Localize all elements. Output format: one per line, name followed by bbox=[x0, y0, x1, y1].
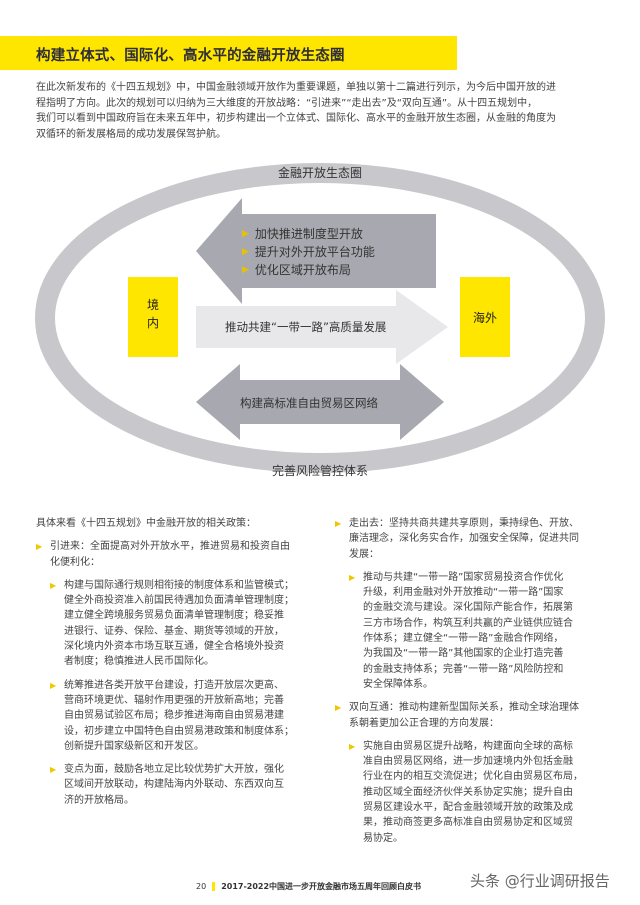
text-line: 系朝着更加公正合理的方向发展： bbox=[349, 717, 499, 729]
footer-title: 2017-2022中国进一步开放金融市场五周年回顾白皮书 bbox=[221, 882, 422, 891]
intro-line: 程指明了方向。此次的规划可以归纳为三大维度的开放战略：“引进来”“走出去”及“双… bbox=[36, 97, 538, 109]
arrow-item: ▶ 提升对外开放平台功能 bbox=[242, 243, 375, 261]
text-line: 自由贸易试验区布局；稳步推进海南自由贸易港建 bbox=[64, 710, 284, 722]
text-line: 作体系；建立健全“一带一路”金融合作网络， bbox=[363, 633, 564, 645]
triangle-bullet-icon: ▶ bbox=[349, 741, 356, 751]
arrow-item-text: 加快推进制度型开放 bbox=[254, 227, 363, 241]
triangle-bullet-icon: ▶ bbox=[50, 680, 57, 690]
triangle-bullet-icon: ▶ bbox=[242, 247, 249, 257]
policy-item-two-way: ▶ 双向互通：推动构建新型国际关系，推动全球治理体 系朝着更加公正合理的方向发展… bbox=[335, 700, 610, 731]
arrow-item-text: 优化区域开放布局 bbox=[254, 263, 351, 277]
text-line: 化便利化： bbox=[50, 556, 100, 568]
text-line: 升级，利用金融对外开放推动“一带一路”国家 bbox=[363, 587, 564, 599]
left-column-heading: 具体来看《十四五规划》中金融开放的相关政策： bbox=[36, 518, 256, 529]
text-line: 区域间开放联动，构建陆海内外联动、东西双向互 bbox=[64, 779, 284, 791]
text-line: 变点为面，鼓励各地立足比较优势扩大开放，强化 bbox=[64, 764, 284, 776]
text-line: 的金融交流与建设。深化国际产能合作，拓展第 bbox=[363, 602, 573, 614]
arrow-item-text: 提升对外开放平台功能 bbox=[254, 245, 375, 259]
text-line: 廉洁理念，深化务实合作，加强安全保障，促进共同 bbox=[349, 533, 579, 545]
text-line: 发展： bbox=[349, 548, 379, 560]
ecosystem-bottom-label: 完善风险管控体系 bbox=[272, 464, 369, 478]
text-line: 营商环境更优、辐射作用更强的开放新高地；完善 bbox=[64, 694, 284, 706]
text-line: 推动区域全面经济伙伴关系协定实施；提升自由 bbox=[363, 786, 573, 798]
text-line: 准自由贸易区网络，进一步加速境内外包括金融 bbox=[363, 756, 573, 768]
page-number: 20 bbox=[196, 882, 207, 891]
triangle-bullet-icon: ▶ bbox=[335, 519, 342, 528]
triangle-bullet-icon: ▶ bbox=[335, 703, 342, 713]
text-line: 果，推动商签更多高标准自由贸易协定和区域贸 bbox=[363, 817, 573, 829]
intro-paragraph: 在此次新发布的《十四五规划》中，中国金融领域开放作为重要课题，单独以第十二篇进行… bbox=[36, 80, 606, 142]
triangle-bullet-icon: ▶ bbox=[349, 572, 356, 582]
text-line: 贸易区建设水平，配合金融领域开放的政策及成 bbox=[363, 802, 573, 814]
text-line: 济的开放格局。 bbox=[64, 794, 134, 806]
policy-subitem: ▶ 变点为面，鼓励各地立足比较优势扩大开放，强化 区域间开放联动，构建陆海内外联… bbox=[50, 762, 321, 808]
domestic-label-line: 境 bbox=[146, 298, 159, 312]
intro-line: 在此次新发布的《十四五规划》中，中国金融领域开放作为重要课题，单独以第十二篇进行… bbox=[36, 82, 556, 93]
policy-subitem: ▶ 构建与国际通行规则相衔接的制度体系和监管模式； 健全外商投资准入前国民待遇加… bbox=[50, 578, 321, 670]
text-line: 深化境内外资本市场互联互通，健全合格境外投资 bbox=[64, 641, 284, 653]
watermark: 头条 @行业调研报告 bbox=[470, 872, 610, 890]
triangle-bullet-icon: ▶ bbox=[242, 265, 249, 275]
left-arrow-items: ▶ 加快推进制度型开放 ▶ 提升对外开放平台功能 ▶ 优化区域开放布局 bbox=[242, 225, 375, 279]
text-line: 进银行、证券、保险、基金、期货等领域的开放， bbox=[64, 625, 284, 637]
text-line: 健全外商投资准入前国民待遇加负面清单管理制度； bbox=[64, 595, 294, 607]
policy-subitem: ▶ 统筹推进各类开放平台建设，打造开放层次更高、 营商环境更优、辐射作用更强的开… bbox=[50, 678, 321, 754]
domestic-label: 境 内 bbox=[128, 296, 178, 332]
arrow-item: ▶ 加快推进制度型开放 bbox=[242, 225, 375, 243]
text-line: 三方市场合作，构筑互利共赢的产业链供应链合 bbox=[363, 617, 573, 629]
intro-line: 双循环的新发展格局的成功发展保驾护航。 bbox=[36, 128, 226, 140]
text-line: 建立健全跨境服务贸易负面清单管理制度；稳妥推 bbox=[64, 610, 284, 622]
right-arrow-label: 推动共建“一带一路”高质量发展 bbox=[225, 320, 387, 334]
ecosystem-top-label: 金融开放生态圈 bbox=[278, 166, 363, 180]
title-banner bbox=[0, 36, 457, 70]
text-line: 易协定。 bbox=[363, 832, 403, 844]
policy-subitem: ▶ 实施自由贸易区提升战略，构建面向全球的高标 准自由贸易区网络，进一步加速境内… bbox=[349, 739, 610, 846]
triangle-bullet-icon: ▶ bbox=[50, 580, 57, 590]
text-line: 创新提升国家级新区和开发区。 bbox=[64, 740, 204, 752]
overseas-label: 海外 bbox=[472, 311, 497, 325]
text-line: 统筹推进各类开放平台建设，打造开放层次更高、 bbox=[64, 679, 284, 691]
text-line: 设，初步建立中国特色自由贸易港政策和制度体系； bbox=[64, 725, 294, 737]
text-line: 的金融支持体系；完善“一带一路”风险防控和 bbox=[363, 663, 564, 675]
double-arrow-label: 构建高标准自由贸易区网络 bbox=[240, 396, 378, 410]
page-footer: 20 2017-2022中国进一步开放金融市场五周年回顾白皮书 bbox=[196, 881, 421, 892]
text-line: 引进来：全面提高对外开放水平，推进贸易和投资自由 bbox=[50, 541, 290, 553]
triangle-bullet-icon: ▶ bbox=[242, 229, 249, 239]
policy-item-inbound: ▶ 引进来：全面提高对外开放水平，推进贸易和投资自由 化便利化： bbox=[36, 539, 321, 570]
text-line: 实施自由贸易区提升战略，构建面向全球的高标 bbox=[363, 740, 573, 752]
triangle-bullet-icon: ▶ bbox=[36, 542, 43, 552]
right-column: ▶ 走出去：坚持共商共建共享原则，秉持绿色、开放、 廉洁理念，深化务实合作，加强… bbox=[335, 516, 610, 846]
page-title: 构建立体式、国际化、高水平的金融开放生态圈 bbox=[36, 48, 345, 64]
text-line: 构建与国际通行规则相衔接的制度体系和监管模式； bbox=[64, 579, 294, 591]
left-column: 具体来看《十四五规划》中金融开放的相关政策： ▶ 引进来：全面提高对外开放水平，… bbox=[36, 516, 321, 808]
text-line: 行业在内的相互交流促进；优化自由贸易区布局， bbox=[363, 771, 583, 783]
text-line: 者制度；稳慎推进人民币国际化。 bbox=[64, 656, 214, 668]
domestic-label-line: 内 bbox=[146, 316, 159, 330]
arrow-item: ▶ 优化区域开放布局 bbox=[242, 261, 375, 279]
text-line: 安全保障体系。 bbox=[363, 678, 433, 690]
text-line: 双向互通：推动构建新型国际关系，推动全球治理体 bbox=[349, 702, 579, 714]
policy-item-outbound: ▶ 走出去：坚持共商共建共享原则，秉持绿色、开放、 廉洁理念，深化务实合作，加强… bbox=[335, 516, 610, 562]
footer-divider bbox=[212, 882, 216, 891]
text-line: 走出去：坚持共商共建共享原则，秉持绿色、开放、 bbox=[349, 518, 579, 529]
policy-subitem: ▶ 推动与共建“一带一路”国家贸易投资合作优化 升级，利用金融对外开放推动“一带… bbox=[349, 570, 610, 692]
text-line: 推动与共建“一带一路”国家贸易投资合作优化 bbox=[363, 571, 564, 583]
text-line: 为我国及“一带一路”其他国家的企业打造完善 bbox=[363, 648, 564, 660]
intro-line: 我们可以看到中国政府旨在未来五年中，初步构建出一个立体式、国际化、高水平的金融开… bbox=[36, 113, 556, 124]
triangle-bullet-icon: ▶ bbox=[50, 765, 57, 775]
